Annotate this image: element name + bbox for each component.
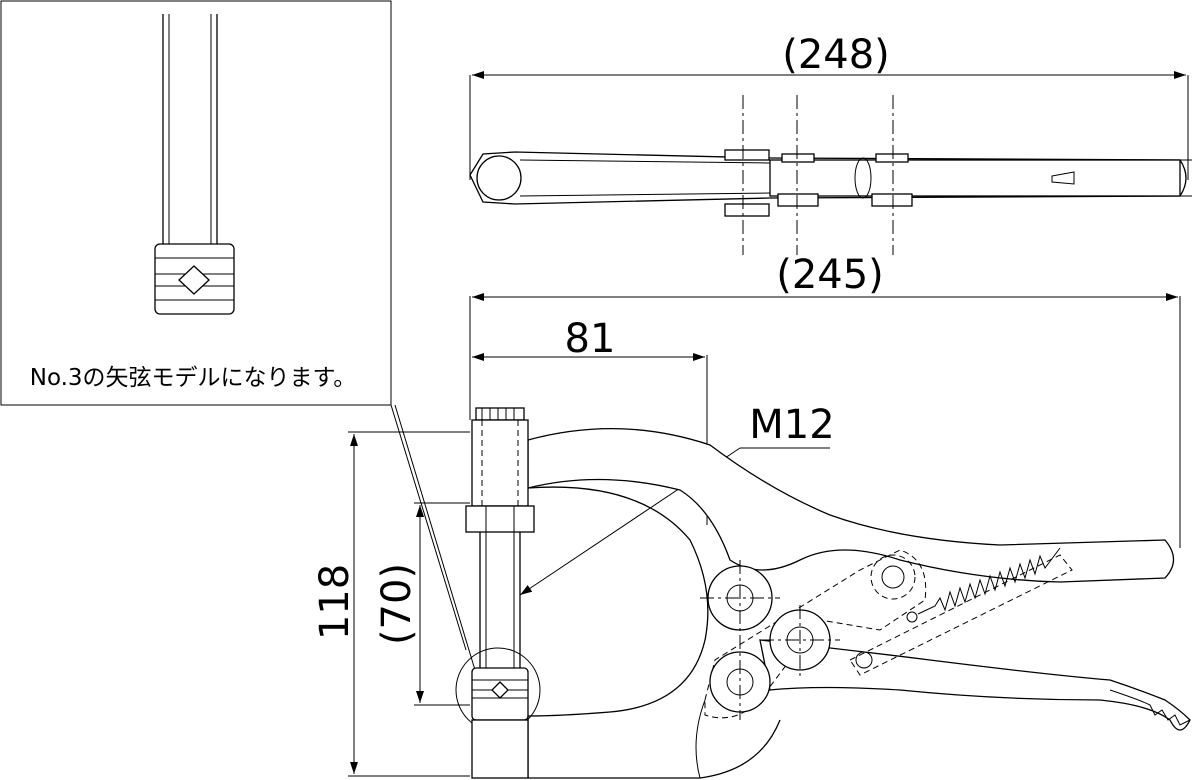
inset-caption: No.3の矢弦モデルになります。 xyxy=(30,365,357,391)
top-view: (248) xyxy=(469,32,1192,255)
inset-detail: No.3の矢弦モデルになります。 xyxy=(0,0,392,406)
inset-frame xyxy=(0,0,392,406)
clamp-screw xyxy=(455,407,541,779)
dim-height: 118 xyxy=(312,564,358,640)
side-view: (245) 81 M12 118 (70) xyxy=(312,252,1191,779)
dim-overall-length: (245) xyxy=(776,252,884,298)
detail-leader xyxy=(390,404,467,651)
dim-top-length: (248) xyxy=(782,32,890,78)
inset-pad xyxy=(154,243,235,315)
dim-thread: M12 xyxy=(749,402,834,448)
spring xyxy=(917,547,1061,615)
dim-opening: (70) xyxy=(374,563,420,645)
dim-reach: 81 xyxy=(565,316,616,362)
